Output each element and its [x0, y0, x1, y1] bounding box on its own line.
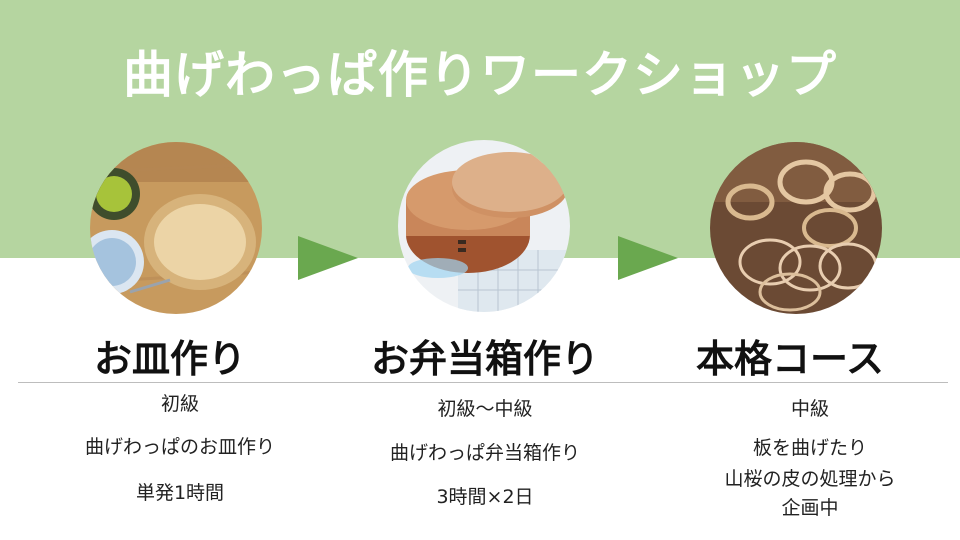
plate-photo: [90, 142, 262, 314]
bento-box-photo: [398, 140, 570, 312]
course-description-line: 企画中: [781, 497, 839, 519]
page-title: 曲げわっぱ作りワークショップ: [123, 46, 837, 104]
course-description: 曲げわっぱのお皿作り: [84, 436, 275, 458]
course-title-plate: お皿作り: [93, 337, 246, 381]
course-title-advanced: 本格コース: [695, 337, 885, 381]
arrow-right-icon: [618, 236, 678, 280]
divider: [18, 382, 948, 383]
course-description-line: 板を曲げたり: [752, 437, 867, 459]
course-title-bento: お弁当箱作り: [370, 337, 599, 381]
course-level: 初級〜中級: [437, 398, 533, 420]
course-duration: 単発1時間: [135, 482, 225, 504]
course-level: 初級: [160, 393, 199, 415]
course-description: 曲げわっぱ弁当箱作り: [389, 442, 580, 464]
course-duration: 3時間×2日: [436, 486, 534, 508]
wood-rings-photo: [710, 142, 882, 314]
course-level: 中級: [790, 398, 829, 420]
arrow-right-icon: [298, 236, 358, 280]
course-description-line: 山桜の皮の処理から: [724, 468, 896, 490]
